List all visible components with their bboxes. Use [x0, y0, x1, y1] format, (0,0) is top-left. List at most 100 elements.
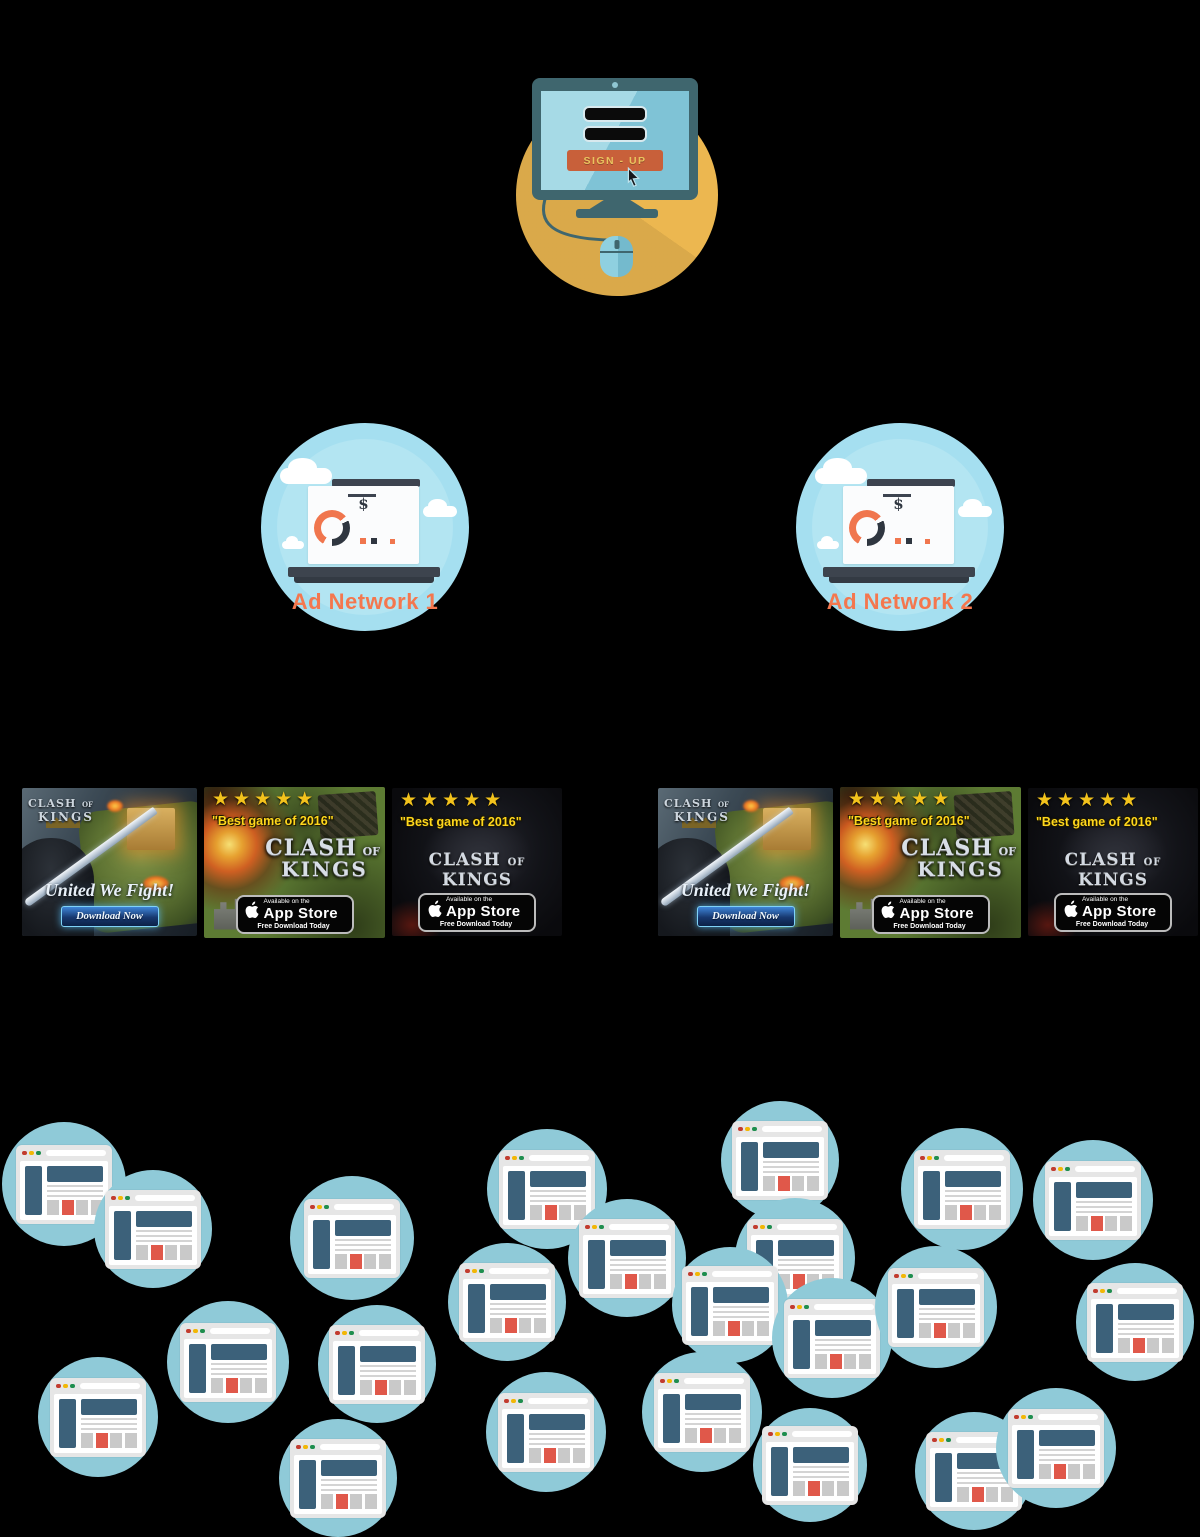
- form-field-2[interactable]: [583, 126, 647, 142]
- app-store-badge[interactable]: Available on the App Store Free Download…: [1054, 893, 1172, 932]
- ad-slot: [1039, 1464, 1052, 1479]
- sidebar-block: [663, 1393, 680, 1443]
- browser-titlebar: [332, 479, 420, 487]
- ad-slot: [1082, 1464, 1095, 1479]
- close-dot-icon: [920, 1155, 925, 1161]
- logo-of: OF: [507, 857, 526, 868]
- ad-banner-united-we-fight[interactable]: CLASH OF KINGS United We Fight! Download…: [658, 788, 833, 936]
- webpage-content: [736, 1136, 824, 1196]
- star-rating: ★★★★★: [212, 788, 318, 810]
- cloud-icon: [817, 535, 839, 549]
- sidebar-block: [338, 1345, 355, 1395]
- ad-banner-united-we-fight[interactable]: CLASH OF KINGS United We Fight! Download…: [22, 788, 197, 936]
- network-circle: [261, 423, 469, 631]
- ad-slot: [254, 1378, 267, 1393]
- browser-window-icon: [1045, 1160, 1141, 1240]
- sidebar-block: [771, 1446, 788, 1496]
- address-bar: [814, 1304, 874, 1310]
- main-content: [919, 1288, 975, 1338]
- close-dot-icon: [22, 1150, 27, 1156]
- app-store-badge[interactable]: Available on the App Store Free Download…: [871, 894, 990, 934]
- text-line: [490, 1302, 546, 1305]
- active-ad-slot: [624, 1274, 637, 1289]
- ad-slot: [350, 1494, 363, 1509]
- ad-slot: [756, 1321, 769, 1336]
- main-content: [957, 1452, 1013, 1502]
- ad-slot: [1161, 1338, 1174, 1353]
- ad-slot-row: [793, 1481, 849, 1496]
- maximize-dot-icon: [767, 1224, 772, 1230]
- download-now-button[interactable]: Download Now: [696, 906, 795, 927]
- ad-banner-dark[interactable]: ★★★★★ "Best game of 2016" CLASH OF KINGS…: [1028, 788, 1198, 936]
- form-field-1[interactable]: [583, 106, 647, 122]
- text-line: [335, 1248, 391, 1251]
- text-line: [47, 1184, 103, 1187]
- ad-slot: [364, 1494, 377, 1509]
- app-store-badge[interactable]: Available on the App Store Free Download…: [235, 894, 354, 934]
- ad-banner-dark[interactable]: ★★★★★ "Best game of 2016" CLASH OF KINGS…: [392, 788, 562, 936]
- address-bar: [80, 1383, 140, 1389]
- app-store-badge[interactable]: Available on the App Store Free Download…: [418, 893, 536, 932]
- close-dot-icon: [753, 1224, 758, 1230]
- main-content: [47, 1165, 103, 1215]
- browser-window-icon: [784, 1298, 880, 1378]
- text-line: [81, 1422, 137, 1425]
- ad-banner-battle[interactable]: ★★★★★ "Best game of 2016" CLASH OF KINGS…: [840, 786, 1021, 938]
- header-block: [47, 1165, 103, 1182]
- main-content: [136, 1210, 192, 1260]
- text-line: [793, 1475, 849, 1478]
- publisher-website-node: [167, 1301, 289, 1423]
- minimize-dot-icon: [667, 1378, 672, 1384]
- dollar-icon: $: [358, 495, 369, 513]
- text-line: [360, 1374, 416, 1377]
- active-ad-slot: [1090, 1216, 1103, 1231]
- active-ad-slot: [374, 1380, 387, 1395]
- ad-slot-row: [335, 1254, 391, 1269]
- maximize-dot-icon: [200, 1328, 205, 1334]
- ad-slot: [685, 1428, 698, 1443]
- browser-titlebar: [20, 1149, 108, 1158]
- active-ad-slot: [61, 1200, 74, 1215]
- maximize-dot-icon: [70, 1383, 75, 1389]
- logo-of: OF: [717, 800, 730, 809]
- address-bar: [792, 1431, 852, 1437]
- store-text: Available on the App Store: [264, 898, 348, 922]
- text-line: [490, 1312, 546, 1315]
- ad-slot: [81, 1433, 94, 1448]
- ad-slot-row: [713, 1321, 769, 1336]
- browser-titlebar: [892, 1272, 980, 1281]
- maximize-dot-icon: [1107, 1288, 1112, 1294]
- browser-titlebar: [918, 1154, 1006, 1163]
- fire-art: [779, 876, 805, 891]
- maximize-dot-icon: [946, 1437, 951, 1443]
- text-line: [763, 1160, 819, 1163]
- ad-banner-battle[interactable]: ★★★★★ "Best game of 2016" CLASH OF KINGS…: [204, 786, 385, 938]
- address-bar: [712, 1271, 772, 1277]
- close-dot-icon: [1051, 1166, 1056, 1172]
- download-now-button[interactable]: Download Now: [60, 906, 159, 927]
- minimize-dot-icon: [745, 1126, 750, 1132]
- banner-headline: United We Fight!: [44, 880, 175, 900]
- logo-line1: CLASH: [265, 834, 358, 861]
- monitor-base: [576, 209, 658, 218]
- ad-slot-row: [685, 1428, 741, 1443]
- text-line: [957, 1481, 1013, 1484]
- close-dot-icon: [585, 1224, 590, 1230]
- text-line: [919, 1317, 975, 1320]
- text-line: [1039, 1458, 1095, 1461]
- header-block: [763, 1141, 819, 1158]
- ad-slot: [793, 1481, 806, 1496]
- header-block: [335, 1219, 391, 1236]
- signup-button[interactable]: SIGN - UP: [567, 150, 663, 171]
- store-text: Available on the App Store: [1082, 896, 1166, 920]
- text-line: [321, 1483, 377, 1486]
- ad-slot: [1076, 1216, 1089, 1231]
- browser-window-icon: [105, 1189, 201, 1269]
- publisher-website-node: [448, 1243, 566, 1361]
- ad-slot: [986, 1487, 999, 1502]
- monitor-stand: [588, 199, 646, 210]
- ad-slot: [519, 1318, 532, 1333]
- publisher-website-node: [996, 1388, 1116, 1508]
- logo-line1: CLASH: [1064, 850, 1137, 870]
